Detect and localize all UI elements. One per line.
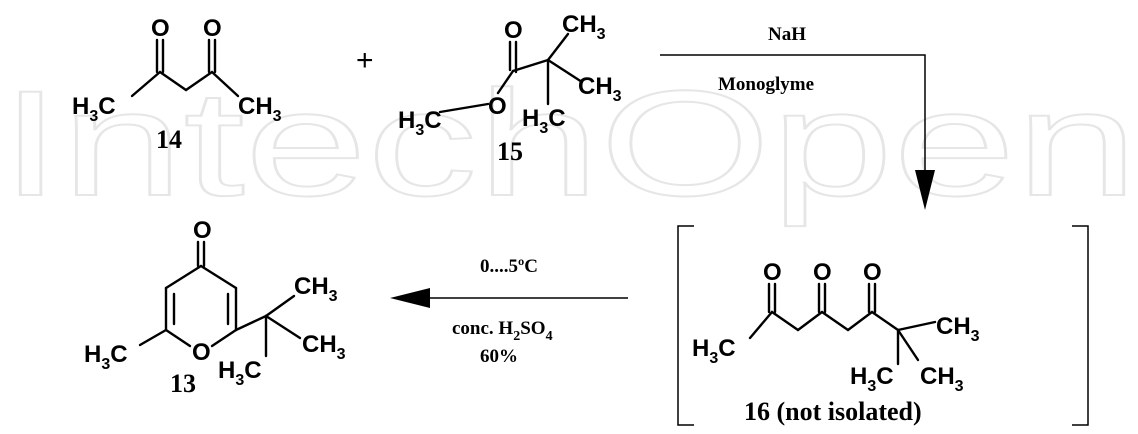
compound-15-bond-cq-ch3top xyxy=(546,32,570,62)
compound-16-h3c-bottom: H3C xyxy=(850,363,894,395)
reagent-h2so4: conc. H2SO4 xyxy=(452,318,553,344)
compound-13-ring-6 xyxy=(210,328,238,348)
arrow-1-head xyxy=(915,170,935,210)
compound-16-bond-ch3-right xyxy=(896,320,937,332)
compound-16-ch3-bottom: CH3 xyxy=(920,363,964,395)
compound-16-o1: O xyxy=(763,259,782,286)
arrow-2-head xyxy=(390,288,430,308)
compound-16-chain xyxy=(748,310,900,340)
compound-15-h3c-bottom: H3C xyxy=(522,105,566,137)
plus-sign: + xyxy=(356,44,374,77)
bracket-right xyxy=(1072,225,1089,426)
compound-16-ch3-right: CH3 xyxy=(936,313,980,345)
bracket-left xyxy=(677,225,694,426)
compound-16-o3: O xyxy=(863,259,882,286)
compound-15-number: 15 xyxy=(497,137,523,166)
compound-16-o2: O xyxy=(813,259,832,286)
compound-16: O O O H3C CH3 CH3 H3C 16 (not isolated) xyxy=(677,225,1089,426)
compound-15-bond-c-cq xyxy=(511,58,550,73)
compound-13-ring-5 xyxy=(164,328,192,348)
compound-13: O O H3C CH3 CH3 H3C 13 xyxy=(84,217,346,398)
compound-15: O O CH3 CH3 H3C H3C 15 xyxy=(398,11,622,166)
compound-13-ch3-top: CH3 xyxy=(294,273,338,305)
compound-13-ring-1 xyxy=(164,264,203,290)
compound-16-bond-ch3-bottom xyxy=(896,328,920,362)
compound-13-o-ring: O xyxy=(192,339,211,366)
compound-13-bond-cq xyxy=(234,314,268,332)
compound-16-h3c: H3C xyxy=(692,335,736,367)
compound-15-bond-ch3-o xyxy=(438,102,490,114)
compound-16-number: 16 (not isolated) xyxy=(744,397,922,426)
yield-label: 60% xyxy=(480,346,518,367)
compound-15-ch3-top: CH3 xyxy=(562,11,606,43)
compound-14-chain xyxy=(130,70,240,98)
compound-15-bond-c-o xyxy=(496,69,515,95)
compound-13-h3c-bottom: H3C xyxy=(218,357,262,389)
compound-13-bond-cq-ch3right xyxy=(264,314,302,340)
compound-14-number: 14 xyxy=(156,125,182,154)
compound-14-h3c: H3C xyxy=(72,93,116,125)
compound-13-bond-cq-ch3top xyxy=(264,294,296,318)
compound-13-number: 13 xyxy=(170,369,196,398)
compound-15-o-ether: O xyxy=(488,93,507,120)
compound-13-h3c-left: H3C xyxy=(84,341,128,373)
compound-13-bond-ch3 xyxy=(138,328,168,347)
reagent-nah: NaH xyxy=(768,24,806,45)
compound-14-o2: O xyxy=(203,15,222,42)
compound-15-o-carbonyl: O xyxy=(504,17,523,44)
compound-14-ch3: CH3 xyxy=(238,93,282,125)
compound-15-ch3-right: CH3 xyxy=(578,73,622,105)
arrow-1-line xyxy=(660,54,926,178)
compound-14: O O H3C CH3 14 xyxy=(72,15,282,154)
reaction-arrow-1: NaH Monoglyme xyxy=(660,24,935,210)
temperature-label: 0....5ºC xyxy=(480,256,538,277)
compound-14-o1: O xyxy=(151,15,170,42)
compound-15-bond-cq-ch3right xyxy=(546,58,584,84)
compound-15-h3c-ether: H3C xyxy=(398,107,442,139)
compound-13-ring-2 xyxy=(199,264,238,290)
compound-13-o-carbonyl: O xyxy=(193,217,212,244)
reaction-arrow-2: 0....5ºC conc. H2SO4 60% xyxy=(390,256,628,367)
solvent-monoglyme: Monoglyme xyxy=(718,74,814,95)
compound-13-ch3-right: CH3 xyxy=(302,331,346,363)
